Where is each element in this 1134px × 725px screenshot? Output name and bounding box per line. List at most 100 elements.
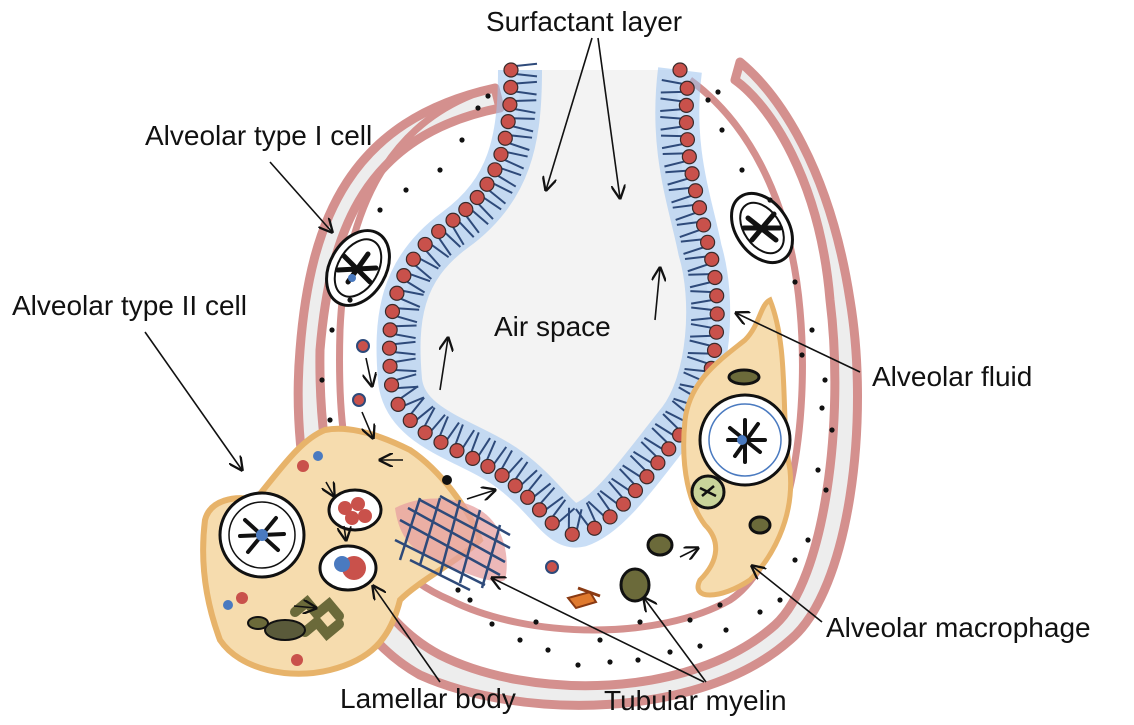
fluid-dot	[792, 279, 797, 284]
fluid-dot	[475, 105, 480, 110]
fluid-dot	[823, 487, 828, 492]
phospholipid-head	[709, 325, 723, 339]
fluid-dot	[575, 662, 580, 667]
phospholipid-head	[383, 359, 397, 373]
phospholipid-head	[679, 116, 693, 130]
fluid-dot	[377, 207, 382, 212]
phospholipid-head	[434, 435, 448, 449]
phospholipid-head	[680, 81, 694, 95]
fluid-dot	[809, 327, 814, 332]
type1-cell-label: Alveolar type I cell	[145, 122, 372, 150]
fluid-dot	[799, 352, 804, 357]
fluid-dot	[597, 637, 602, 642]
air-space-label: Air space	[494, 313, 611, 341]
phospholipid-head	[495, 468, 509, 482]
fluid-dot	[757, 609, 762, 614]
fluid-dot	[739, 167, 744, 172]
fluid-dot	[533, 619, 538, 624]
fluid-dot	[437, 167, 442, 172]
lamellar-body	[320, 546, 376, 590]
fluid-dot	[327, 417, 332, 422]
phospholipid-head	[692, 201, 706, 215]
phospholipid-head	[640, 470, 654, 484]
fluid-dot	[485, 93, 490, 98]
fluid-dot	[329, 327, 334, 332]
phospholipid-head	[418, 237, 432, 251]
phospholipid-head	[406, 252, 420, 266]
type2-cell-nucleus	[220, 493, 304, 577]
phospholipid-head	[616, 497, 630, 511]
lamellar-body-label: Lamellar body	[340, 685, 516, 713]
phospholipid-head	[383, 323, 397, 337]
fluid-dot	[455, 587, 460, 592]
fluid-granule-2	[621, 569, 649, 601]
fluid-granule	[648, 535, 672, 555]
fluid-dot	[467, 597, 472, 602]
alveolar-macrophage-label: Alveolar macrophage	[826, 614, 1091, 642]
lipid-debris	[568, 588, 600, 608]
fluid-dot	[767, 197, 772, 202]
phospholipid-head	[689, 184, 703, 198]
phospholipid-head	[418, 426, 432, 440]
phospholipid-head	[710, 289, 724, 303]
fluid-dot	[545, 647, 550, 652]
phospholipid-head	[383, 341, 397, 355]
phospholipid-head	[708, 343, 722, 357]
macrophage-granule-2	[750, 517, 770, 533]
phospholipid-head	[708, 271, 722, 285]
phospholipid-head	[603, 510, 617, 524]
phospholipid-head	[662, 442, 676, 456]
fluid-dot	[819, 405, 824, 410]
fluid-dot	[637, 619, 642, 624]
phospholipid-head	[385, 378, 399, 392]
macrophage-granule	[729, 370, 759, 384]
fluid-dot	[805, 537, 810, 542]
fluid-dot	[792, 557, 797, 562]
fluid-dot	[717, 602, 722, 607]
fluid-dot	[715, 89, 720, 94]
fluid-dot	[635, 657, 640, 662]
phospholipid-head	[432, 224, 446, 238]
fluid-dot	[822, 377, 827, 382]
phospholipid-head	[480, 177, 494, 191]
phospholipid-head	[682, 150, 696, 164]
phospholipid-head	[565, 527, 579, 541]
phospholipid-head	[466, 451, 480, 465]
fluid-dot	[777, 597, 782, 602]
phospholipid-head	[680, 133, 694, 147]
fluid-dot	[517, 637, 522, 642]
phospholipid-head	[470, 190, 484, 204]
fluid-dot	[403, 187, 408, 192]
phospholipid-head	[498, 131, 512, 145]
phospholipid-head	[673, 63, 687, 77]
fluid-dot	[489, 621, 494, 626]
phospholipid-head	[508, 479, 522, 493]
phospholipid-head	[628, 484, 642, 498]
fluid-dot	[697, 643, 702, 648]
phospholipid-head	[403, 413, 417, 427]
phospholipid-head	[390, 286, 404, 300]
phospholipid-head	[710, 307, 724, 321]
fluid-dot	[319, 377, 324, 382]
phospholipid-head	[701, 235, 715, 249]
fluid-dot	[815, 467, 820, 472]
phospholipid-head	[685, 167, 699, 181]
tubular-myelin-label: Tubular myelin	[604, 687, 787, 715]
fluid-dot	[705, 97, 710, 102]
fluid-dot	[347, 297, 352, 302]
fluid-dot	[687, 617, 692, 622]
lamellar-body-2	[329, 490, 381, 530]
phospholipid-head	[705, 252, 719, 266]
phospholipid-head	[397, 269, 411, 283]
surfactant-layer-label: Surfactant layer	[486, 8, 682, 36]
fluid-dot	[607, 659, 612, 664]
phospholipid-head	[459, 202, 473, 216]
phospholipid-head	[651, 456, 665, 470]
fluid-dot	[667, 649, 672, 654]
phospholipid-head	[533, 503, 547, 517]
macrophage-nucleus	[700, 395, 790, 485]
fluid-dot	[829, 427, 834, 432]
type2-cell-label: Alveolar type II cell	[12, 292, 247, 320]
phospholipid-head	[494, 147, 508, 161]
